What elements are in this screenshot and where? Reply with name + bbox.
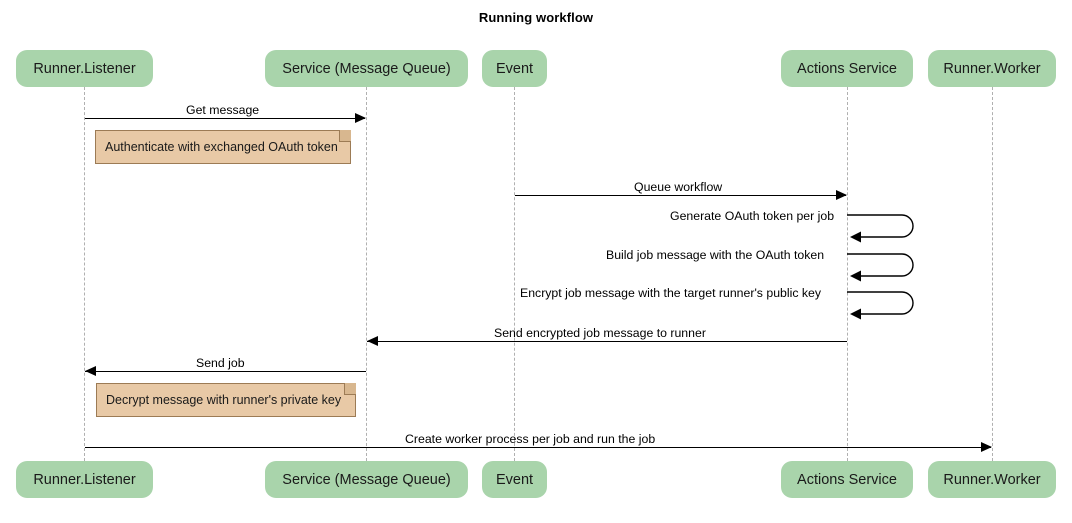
- message-line-queue-workflow: [515, 195, 846, 196]
- message-line-create-worker-process: [85, 447, 991, 448]
- note-authenticate-oauth: Authenticate with exchanged OAuth token: [95, 130, 351, 164]
- message-line-send-encrypted-job: [367, 341, 847, 342]
- lifeline-service-message-queue: [366, 87, 367, 461]
- participant-service-message-queue-top[interactable]: Service (Message Queue): [265, 50, 468, 87]
- arrowhead-queue-workflow: [836, 189, 847, 200]
- note-fold-corner-icon: [339, 130, 351, 142]
- message-label-create-worker-process: Create worker process per job and run th…: [405, 432, 656, 446]
- lifeline-event: [514, 87, 515, 461]
- message-label-get-message: Get message: [186, 103, 260, 117]
- participant-service-message-queue-bottom[interactable]: Service (Message Queue): [265, 461, 468, 498]
- message-label-queue-workflow: Queue workflow: [634, 180, 723, 194]
- participant-event-bottom[interactable]: Event: [482, 461, 547, 498]
- message-label-generate-oauth-token: Generate OAuth token per job: [670, 209, 835, 223]
- participant-event-top[interactable]: Event: [482, 50, 547, 87]
- self-loop-build-job-message: [847, 249, 927, 282]
- note-fold-corner-icon: [344, 383, 356, 395]
- self-loop-generate-oauth-token: [847, 210, 927, 243]
- page-title: Running workflow: [478, 10, 594, 25]
- participant-actions-service-bottom[interactable]: Actions Service: [781, 461, 913, 498]
- message-label-send-job: Send job: [196, 356, 245, 370]
- participant-label: Runner.Listener: [33, 471, 136, 488]
- message-label-send-encrypted-job: Send encrypted job message to runner: [494, 326, 706, 340]
- lifeline-runner-worker: [992, 87, 993, 461]
- lifeline-actions-service: [847, 87, 848, 461]
- arrowhead-create-worker-process: [981, 441, 992, 452]
- message-label-build-job-message: Build job message with the OAuth token: [606, 248, 825, 262]
- arrowhead-get-message: [355, 112, 366, 123]
- arrowhead-send-encrypted-job: [367, 335, 378, 346]
- participant-label: Event: [495, 471, 534, 488]
- participant-label: Event: [495, 60, 534, 77]
- note-text: Authenticate with exchanged OAuth token: [105, 140, 338, 154]
- participant-label: Runner.Worker: [943, 60, 1041, 77]
- participant-label: Actions Service: [797, 471, 897, 488]
- message-line-send-job: [85, 371, 366, 372]
- participant-actions-service-top[interactable]: Actions Service: [781, 50, 913, 87]
- participant-label: Runner.Worker: [943, 471, 1041, 488]
- arrowhead-send-job: [85, 365, 96, 376]
- participant-label: Runner.Listener: [33, 60, 136, 77]
- lifeline-runner-listener: [84, 87, 85, 461]
- participant-label: Actions Service: [797, 60, 897, 77]
- message-line-get-message: [85, 118, 365, 119]
- participant-runner-worker-bottom[interactable]: Runner.Worker: [928, 461, 1056, 498]
- participant-label: Service (Message Queue): [282, 60, 451, 77]
- participant-runner-listener-top[interactable]: Runner.Listener: [16, 50, 153, 87]
- note-text: Decrypt message with runner's private ke…: [106, 393, 342, 407]
- participant-runner-worker-top[interactable]: Runner.Worker: [928, 50, 1056, 87]
- participant-runner-listener-bottom[interactable]: Runner.Listener: [16, 461, 153, 498]
- message-label-encrypt-job-message: Encrypt job message with the target runn…: [520, 286, 822, 300]
- participant-label: Service (Message Queue): [282, 471, 451, 488]
- note-decrypt-private-key: Decrypt message with runner's private ke…: [96, 383, 356, 417]
- self-loop-encrypt-job-message: [847, 287, 927, 320]
